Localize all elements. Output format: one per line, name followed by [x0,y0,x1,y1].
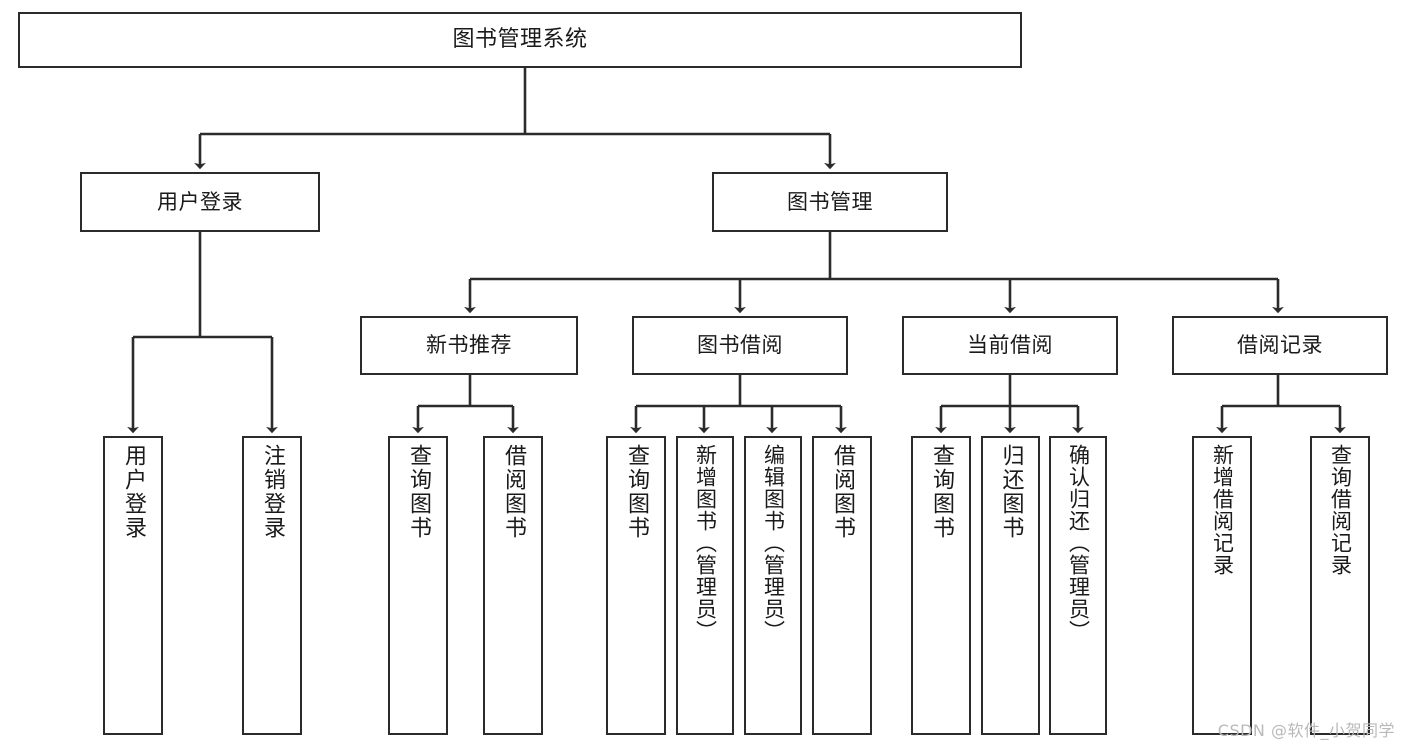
node-leaf-user-login[interactable]: 用户登录 [103,436,163,735]
node-leaf-return-book[interactable]: 归还图书 [981,436,1040,735]
node-leaf-edit-book-admin[interactable]: 编辑图书（管理员） [744,436,802,735]
csdn-watermark: CSDN @软件_小贺同学 [1217,721,1395,740]
node-user-login[interactable]: 用户登录 [80,172,320,232]
node-label: 用户登录 [121,444,146,540]
node-current-borrow[interactable]: 当前借阅 [902,316,1118,375]
node-book-borrow[interactable]: 图书借阅 [632,316,848,375]
node-label: 当前借阅 [967,333,1053,358]
node-label: 借阅记录 [1237,333,1323,358]
node-book-management[interactable]: 图书管理 [712,172,948,232]
node-root-book-management-system[interactable]: 图书管理系统 [18,12,1022,68]
node-leaf-query-book-borrow[interactable]: 查询图书 [606,436,666,735]
node-label: 查询借阅记录 [1328,444,1353,576]
node-leaf-query-borrow-record[interactable]: 查询借阅记录 [1310,436,1370,735]
node-leaf-add-book-admin[interactable]: 新增图书（管理员） [676,436,734,735]
node-leaf-query-book-recommend[interactable]: 查询图书 [388,436,448,735]
node-label: 查询图书 [406,444,431,540]
node-label: 新增借阅记录 [1210,444,1235,576]
node-leaf-confirm-return-admin[interactable]: 确认归还（管理员） [1049,436,1107,735]
node-label: 注销登录 [260,444,285,540]
node-leaf-borrow-book-recommend[interactable]: 借阅图书 [483,436,543,735]
node-label: 确认归还（管理员） [1066,444,1091,642]
node-leaf-add-borrow-record[interactable]: 新增借阅记录 [1192,436,1252,735]
node-label: 归还图书 [998,444,1024,540]
node-leaf-logout-login[interactable]: 注销登录 [242,436,302,735]
node-label: 新书推荐 [426,333,512,358]
node-label: 用户登录 [157,189,243,214]
node-label: 借阅图书 [830,444,855,540]
node-label: 编辑图书（管理员） [761,444,786,642]
node-label: 新增图书（管理员） [693,444,718,642]
node-borrow-record[interactable]: 借阅记录 [1172,316,1388,375]
node-label: 查询图书 [624,444,649,540]
node-label: 图书管理 [787,189,873,214]
node-leaf-query-book-current[interactable]: 查询图书 [911,436,971,735]
node-label: 图书管理系统 [452,27,588,53]
node-new-book-recommend[interactable]: 新书推荐 [360,316,578,375]
node-label: 借阅图书 [501,444,526,540]
node-label: 图书借阅 [697,333,783,358]
node-leaf-borrow-book[interactable]: 借阅图书 [812,436,872,735]
node-label: 查询图书 [929,444,954,540]
